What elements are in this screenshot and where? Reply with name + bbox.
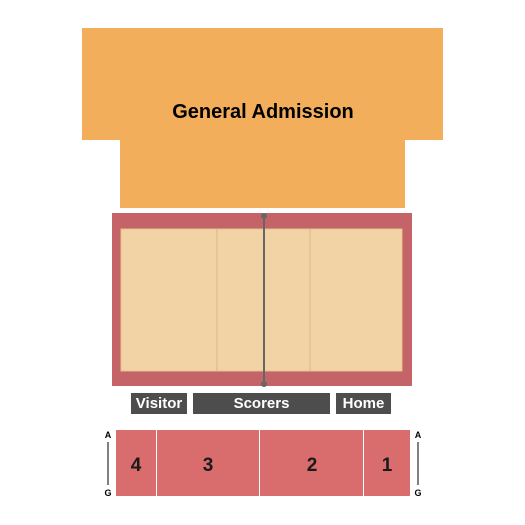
section-2[interactable] [260, 430, 363, 496]
section-label-4: 4 [131, 455, 142, 476]
section-label-3: 3 [203, 455, 214, 476]
section-label-1: 1 [382, 455, 393, 476]
section-label-2: 2 [307, 455, 318, 476]
row-marker-right-top: A [415, 430, 422, 440]
visitor-table: Visitor [131, 393, 187, 414]
court-floor [120, 228, 403, 372]
net-post-bottom [261, 381, 267, 387]
net-post-top [261, 213, 267, 219]
section-3[interactable] [157, 430, 259, 496]
section-1[interactable] [364, 430, 410, 496]
row-marker-left-bottom: G [104, 488, 111, 498]
row-marker-left-top: A [105, 430, 112, 440]
general-admission-label: General Admission [172, 101, 354, 123]
home-table: Home [336, 393, 391, 414]
general-admission-section[interactable] [82, 28, 443, 208]
scorers-table: Scorers [193, 393, 330, 414]
row-marker-right-bottom: G [414, 488, 421, 498]
section-4[interactable] [116, 430, 156, 496]
